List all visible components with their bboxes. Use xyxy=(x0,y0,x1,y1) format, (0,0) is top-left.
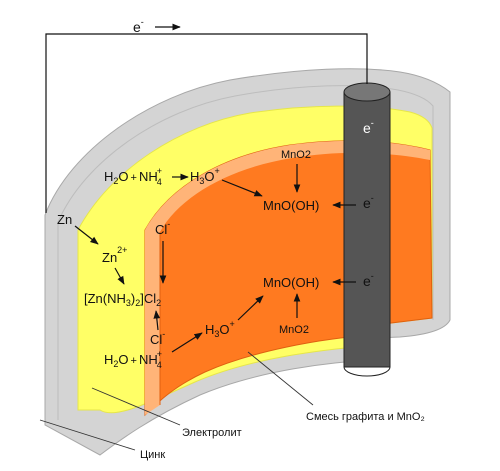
mnooh-top: MnO(OH) xyxy=(263,198,319,213)
cl-bottom: Cl- xyxy=(150,329,165,347)
zn-label: Zn xyxy=(57,212,72,227)
electron-top-label: e- xyxy=(133,17,144,35)
h3o-bottom: H3O+ xyxy=(205,319,235,339)
zinc-label: Цинк xyxy=(140,449,165,461)
mno2-top: MnO2 xyxy=(281,149,311,161)
cl-top: Cl- xyxy=(155,219,170,237)
leader-mixture xyxy=(247,351,314,406)
graphite-rod-top xyxy=(343,82,391,102)
h2o-nh4-bottom: H2O+NH4+ xyxy=(104,349,162,370)
h2o-nh4-top: H2O+NH4+ xyxy=(104,166,162,187)
mnooh-bottom: MnO(OH) xyxy=(263,275,319,290)
external-circuit-wire xyxy=(45,33,368,213)
rod-electron-3: e- xyxy=(363,271,374,289)
zn2-label: Zn2+ xyxy=(102,245,127,265)
leader-electrolyte xyxy=(91,387,181,426)
graphite-rod-bottom xyxy=(343,366,391,377)
zinc-complex: [Zn(NH3)2]Cl2 xyxy=(84,291,161,308)
h3o-top: H3O+ xyxy=(190,166,220,186)
rod-electron-2: e- xyxy=(363,193,374,211)
arrow-h3o-to-mnooh-bottom xyxy=(237,295,264,321)
arrow-zn2-to-complex xyxy=(114,267,125,285)
zinc-can-inner-edge xyxy=(57,85,434,420)
rod-electron-1: e- xyxy=(363,118,374,136)
mno2-bottom: MnO2 xyxy=(279,324,309,336)
arrow-zn-to-zn2 xyxy=(74,225,99,245)
mixture-label: Смесь графита и MnO₂ xyxy=(306,411,425,423)
electrolyte-label: Электролит xyxy=(182,427,242,439)
arrow-nh4-to-h3o-bottom xyxy=(171,332,203,353)
arrow-h3o-to-mnooh-top xyxy=(221,179,263,197)
leader-zinc xyxy=(39,419,136,451)
arrow-cl-bottom-up xyxy=(153,310,161,331)
